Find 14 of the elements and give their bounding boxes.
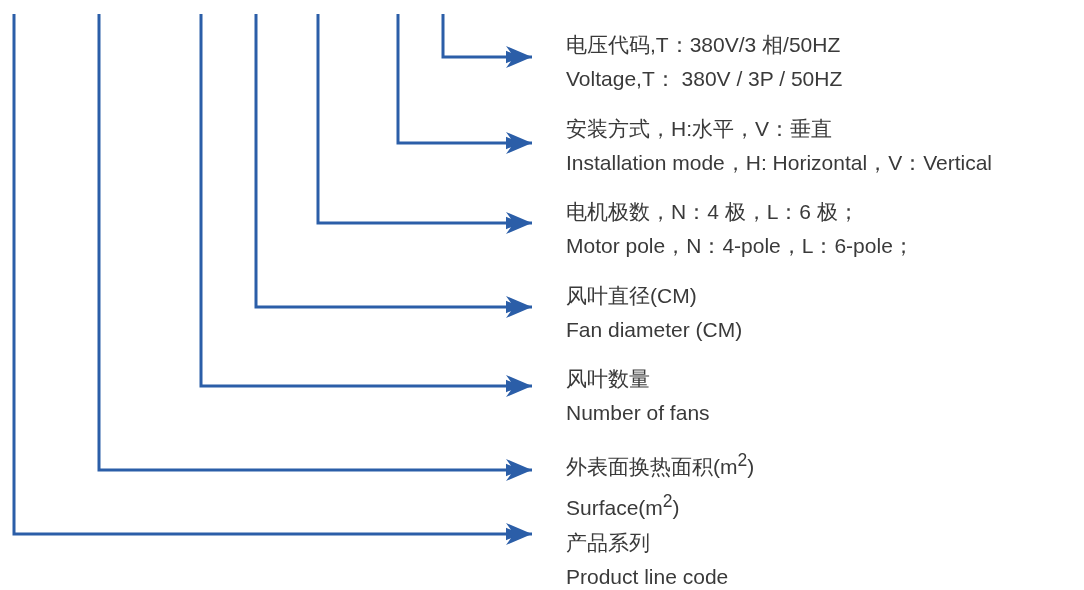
chinese-label: 电机极数，N：4 极，L：6 极； [566,199,860,225]
chinese-label: 风叶数量 [566,366,651,392]
chinese-label: 外表面换热面积(m$^{2}$) [566,449,755,480]
english-label: Number of fans [566,400,710,426]
chinese-label: 风叶直径(CM) [566,283,698,309]
english-label: Surface(m$^{2}$) [566,490,681,521]
english-label: Fan diameter (CM) [566,317,743,343]
chinese-label: 安装方式，H:水平，V：垂直 [566,116,833,142]
chinese-label: 电压代码,T：380V/3 相/50HZ [566,32,842,58]
english-label: Product line code [566,564,729,590]
english-label: Voltage,T： 380V / 3P / 50HZ [566,66,843,92]
english-label: Motor pole，N：4-pole，L：6-pole； [566,233,914,259]
english-label: Installation mode，H: Horizontal，V：Vertical [566,150,992,176]
chinese-label: 产品系列 [566,530,651,556]
